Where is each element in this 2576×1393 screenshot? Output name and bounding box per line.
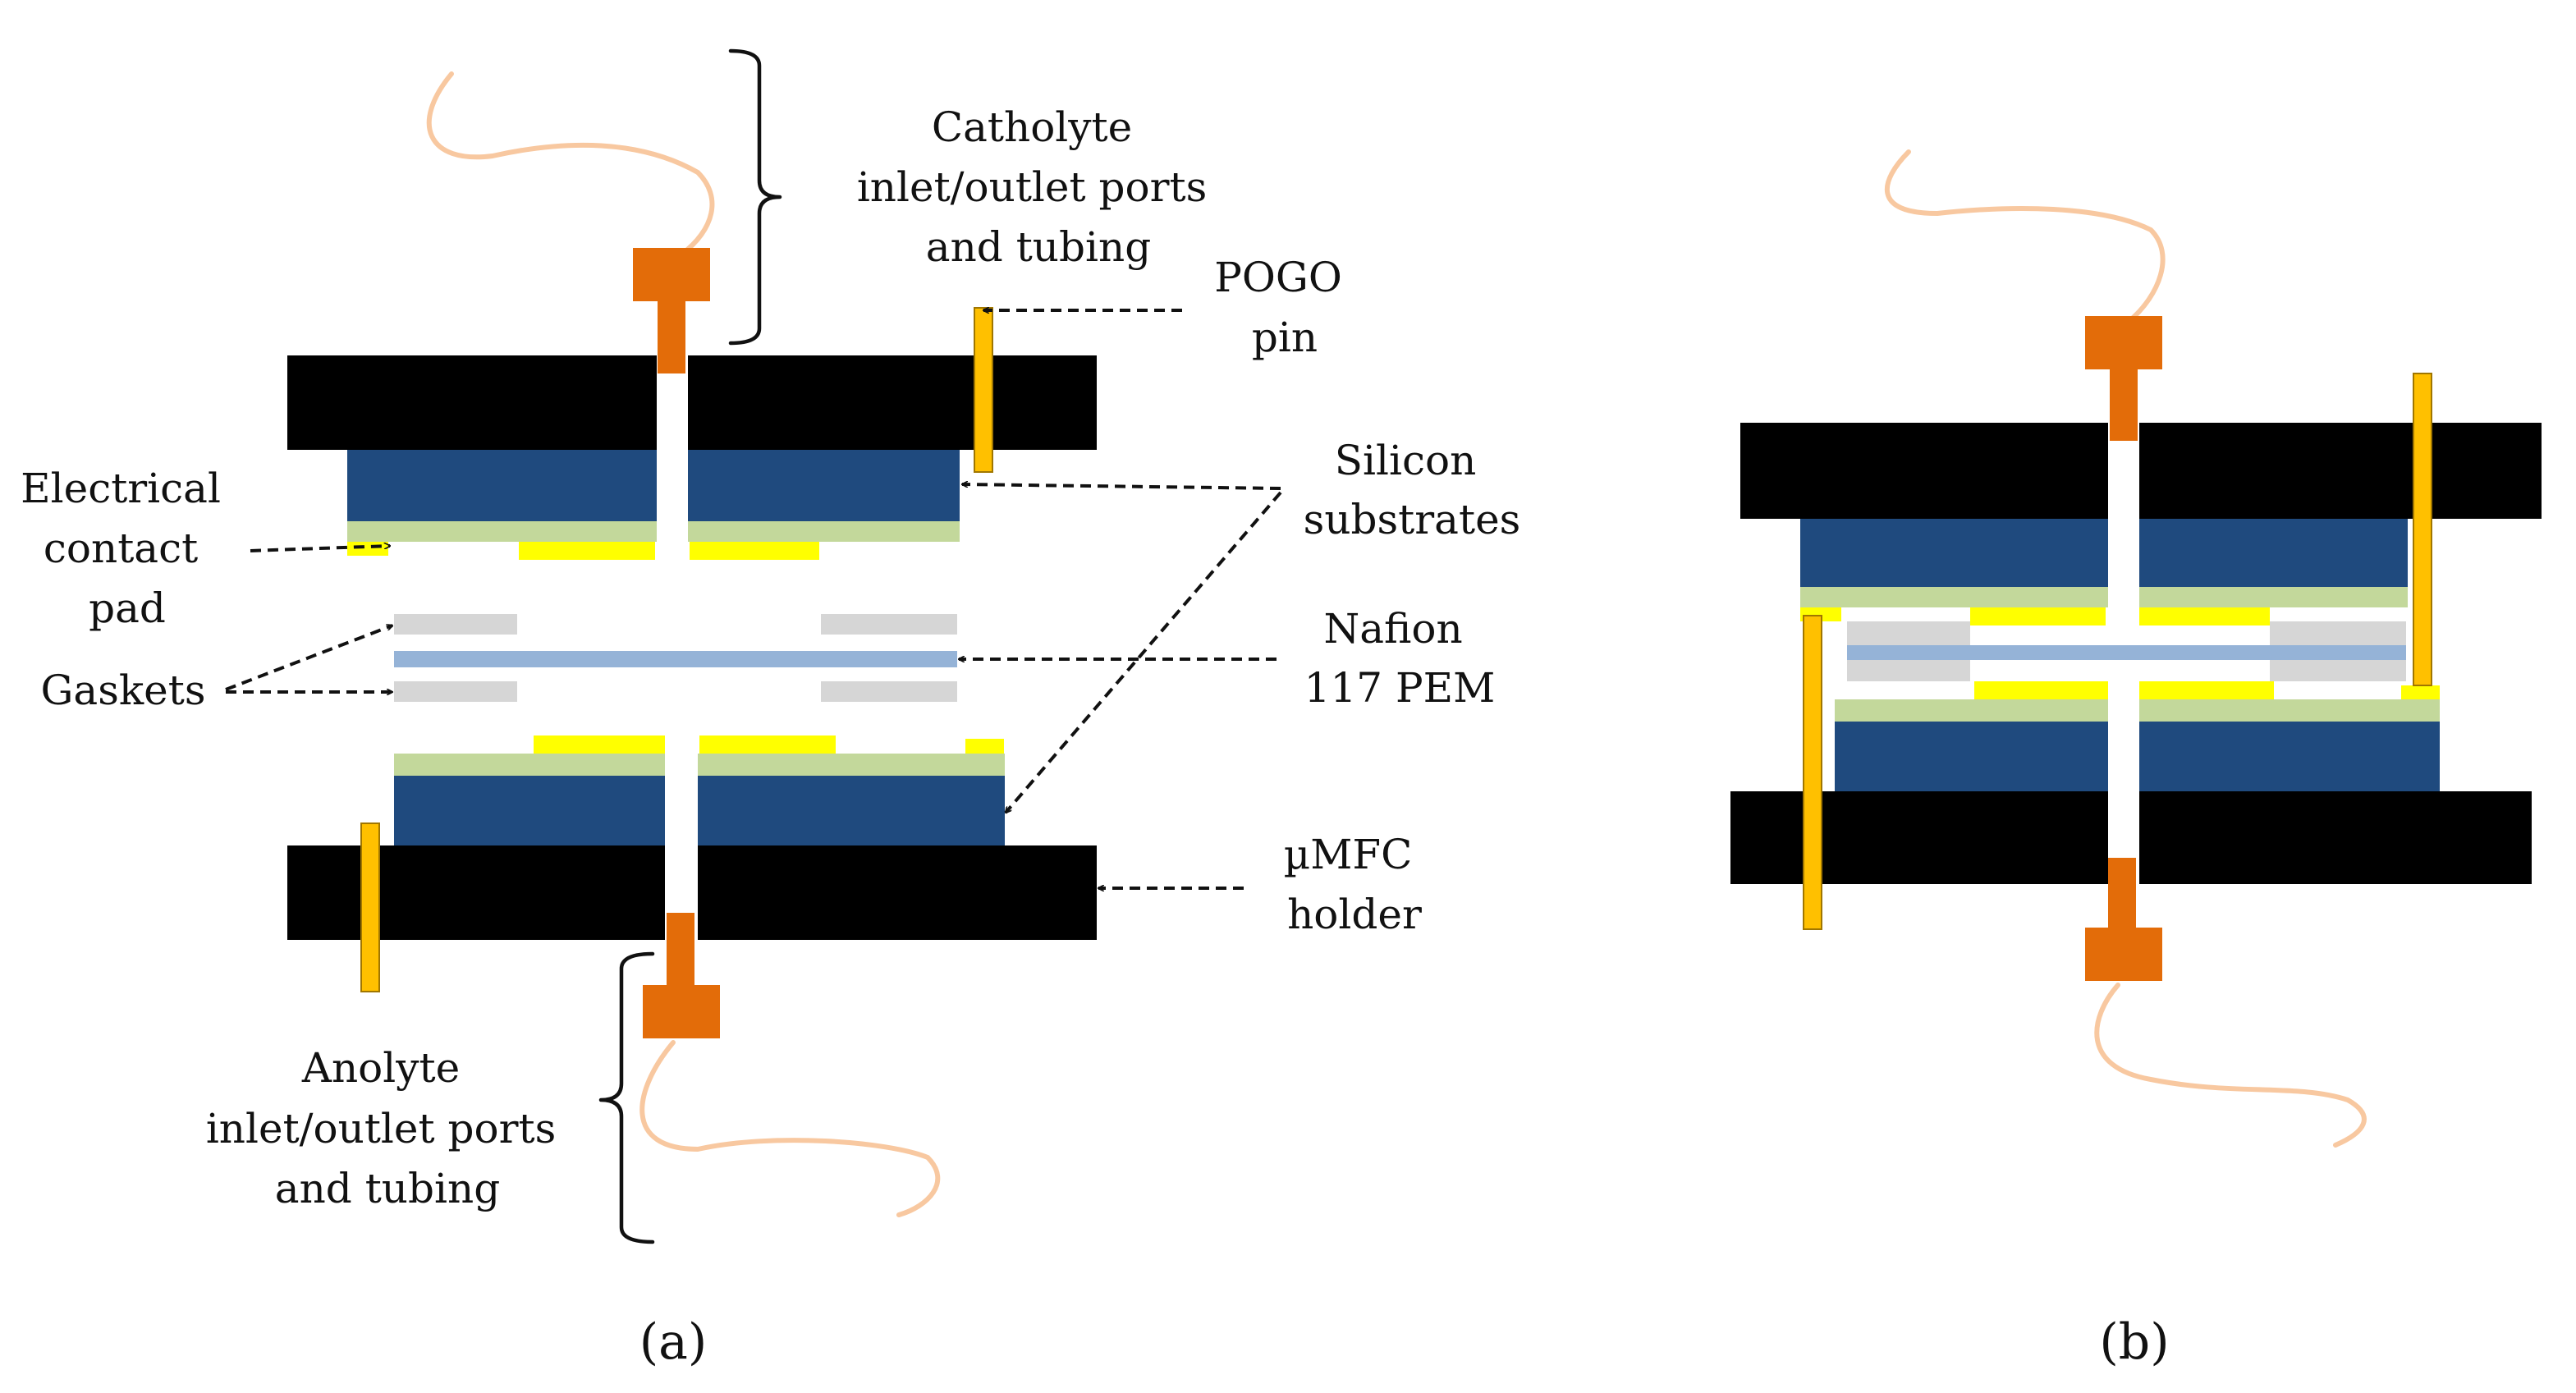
assembled-top-contact-pad-left [1970, 607, 2106, 625]
catholyte-port-cap [633, 248, 710, 301]
anolyte-label: Anolyte inlet/outlet ports and tubing [206, 1044, 569, 1212]
silicon-substrates-label-line-1: Silicon [1335, 437, 1477, 484]
bottom-silicon-substrate [394, 776, 1005, 845]
pogo-pin-label-line-1: POGO [1214, 254, 1342, 301]
nafion-pem-label-line-1: Nafion [1323, 605, 1462, 653]
contact-pad-leader [250, 546, 390, 552]
assembled-top-holder [1740, 423, 2542, 519]
top-contact-pad-edge [347, 542, 388, 556]
catholyte-label-line-1: Catholyte [932, 103, 1132, 151]
gasket-lower-right [821, 681, 957, 702]
gasket-leader-upper [225, 625, 392, 691]
catholyte-port-stem [658, 296, 685, 373]
nafion-pem-label-line-2: 117 PEM [1304, 664, 1496, 712]
catholyte-tubing [426, 71, 715, 257]
assembled-top-contact-pad-right [2138, 607, 2270, 625]
bottom-electrode-layer [394, 754, 1005, 776]
anolyte-tubing [639, 1040, 941, 1217]
gasket-lower-left [394, 681, 517, 702]
catholyte-label-line-3: and tubing [926, 223, 1151, 271]
assembled-bottom-contact-pad-edge [2401, 685, 2440, 699]
bottom-contact-pad-left [534, 735, 668, 754]
top-contact-pad-left [519, 542, 655, 560]
assembled-anolyte-port-stem [2108, 858, 2136, 932]
panel-a-exploded-view [225, 48, 1282, 1244]
gaskets-label: Gaskets [40, 667, 205, 714]
top-contact-pad-right [690, 542, 819, 560]
electrical-contact-pad-label-line-1: Electrical [21, 465, 221, 512]
assembled-catholyte-port-stem [2110, 365, 2138, 441]
catholyte-label-line-2: inlet/outlet ports [857, 163, 1207, 211]
assembled-catholyte-tubing [1884, 149, 2166, 323]
electrical-contact-pad-label: Electrical contact pad [21, 465, 234, 632]
bottom-contact-pad-edge [965, 739, 1004, 754]
panel-caption-b: (b) [2099, 1313, 2169, 1371]
bottom-fluid-channel [665, 735, 698, 941]
pogo-pin-label-line-2: pin [1252, 314, 1318, 361]
silicon-leader-top [962, 484, 1281, 490]
assembled-bottom-contact-pad-left [1974, 681, 2110, 699]
gasket-upper-left [394, 614, 517, 635]
top-pogo-pin [974, 307, 993, 473]
assembled-top-pogo-pin [2413, 373, 2432, 686]
anolyte-label-line-1: Anolyte [301, 1044, 460, 1092]
anolyte-label-line-3: and tubing [275, 1165, 500, 1212]
electrical-contact-pad-label-line-3: pad [89, 584, 166, 632]
top-fluid-channel [657, 355, 688, 561]
umfc-holder-label-line-1: µMFC [1284, 831, 1413, 878]
catholyte-label: Catholyte inlet/outlet ports and tubing [857, 103, 1220, 271]
silicon-substrates-label-line-2: substrates [1304, 496, 1521, 543]
silicon-substrates-label: Silicon substrates [1304, 437, 1521, 543]
silicon-leader-bottom [1006, 491, 1282, 813]
assembled-anolyte-port-cap [2085, 928, 2162, 981]
nafion-pem-membrane [394, 651, 957, 667]
assembled-top-electrode-layer [1800, 587, 2408, 607]
gasket-upper-right [821, 614, 957, 635]
anolyte-label-line-2: inlet/outlet ports [206, 1105, 556, 1152]
bottom-contact-pad-right [699, 735, 836, 754]
anolyte-port-stem [667, 913, 694, 991]
assembled-catholyte-port-cap [2085, 316, 2162, 369]
top-silicon-substrate [347, 450, 960, 521]
bottom-pogo-pin [360, 823, 380, 992]
assembled-pem-under-channel [2108, 645, 2139, 660]
umfc-holder-label: µMFC holder [1284, 831, 1426, 938]
assembled-top-silicon-substrate [1800, 519, 2408, 587]
top-holder [287, 355, 1097, 450]
anolyte-port-cap [643, 985, 720, 1038]
assembled-bottom-contact-pad-right [2138, 681, 2274, 699]
pogo-pin-label: POGO pin [1214, 254, 1354, 361]
panel-b-assembled-view [1730, 149, 2542, 1148]
umfc-holder-label-line-2: holder [1287, 891, 1422, 938]
panel-caption-a: (a) [639, 1313, 708, 1371]
anolyte-brace [598, 951, 655, 1244]
nafion-pem-label: Nafion 117 PEM [1304, 605, 1496, 712]
assembled-bottom-pogo-pin [1803, 615, 1822, 930]
electrical-contact-pad-label-line-2: contact [44, 525, 198, 572]
catholyte-brace [728, 48, 782, 346]
top-electrode-layer [347, 521, 960, 542]
assembled-anolyte-tubing [2094, 983, 2367, 1148]
